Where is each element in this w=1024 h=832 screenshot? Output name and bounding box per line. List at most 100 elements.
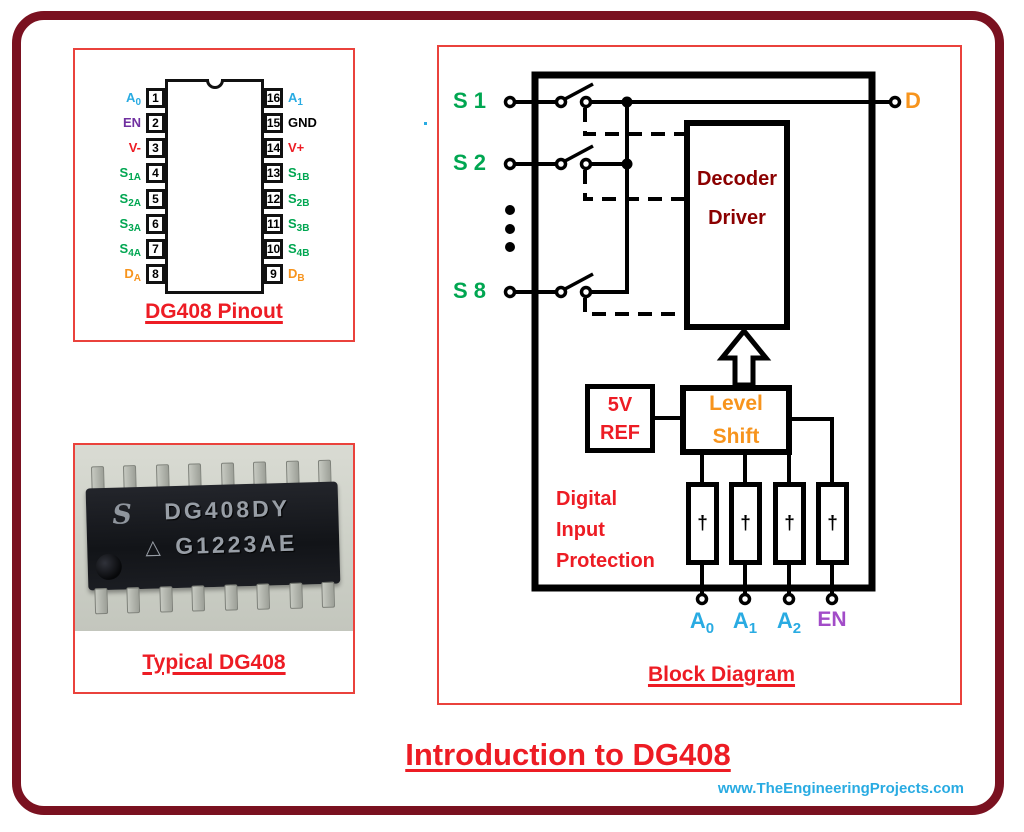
s8-switch-blade: [564, 272, 594, 291]
level-label-line1: Level: [709, 392, 763, 415]
pin-row-7-10: S4A 7 10 S4B: [75, 239, 353, 259]
s8-terminal: [503, 285, 517, 299]
pin-number: 11: [264, 214, 283, 234]
input-label-s8: S 8: [453, 278, 487, 303]
s2-control-dashed: [583, 170, 684, 201]
input-label-s1: S 1: [453, 88, 487, 113]
s1-switch-pole: [554, 95, 568, 109]
pin-number: 15: [264, 113, 283, 133]
pin-number: 16: [264, 88, 283, 108]
block-diagram-panel: S 1 S 2 S 8 D Decoder Driver 5V REF Leve…: [437, 45, 962, 705]
outer-frame: [12, 11, 1004, 815]
level-label-line2: Shift: [712, 425, 760, 448]
output-label-d: D: [905, 88, 921, 113]
s1-switch-blade: [564, 82, 594, 101]
pin-label-right: V+: [288, 140, 305, 155]
s2-switch-blade: [564, 144, 594, 163]
page-title: Introduction to DG408: [405, 737, 731, 772]
level-shift-block: Level Shift: [680, 385, 792, 455]
ellipsis-dot: [505, 224, 515, 234]
pin-number: 9: [264, 264, 283, 284]
ref-label-line2: REF: [600, 421, 640, 444]
ic-package: [165, 79, 264, 294]
pin-number: 1: [146, 88, 165, 108]
photo-panel: S DG408DY △ G1223AE Typical DG408: [73, 443, 355, 694]
protection-block-a2: †: [773, 482, 806, 565]
pin-label-right: S4B: [288, 241, 310, 259]
pin-row-6-11: S3A 6 11 S3B: [75, 214, 353, 234]
enable-label: EN: [817, 608, 847, 631]
protection-block-a0: †: [686, 482, 719, 565]
pin-row-8-9: DA 8 9 DB: [75, 264, 353, 284]
pin-row-2-15: EN 2 15 GND: [75, 113, 353, 133]
s1-control-dashed: [583, 108, 684, 136]
pin-number: 14: [264, 138, 283, 158]
pin-row-5-12: S2A 5 12 S2B: [75, 189, 353, 209]
pin-label-left: S3A: [119, 216, 141, 234]
artifact-dot: [424, 122, 427, 125]
pin-number: 8: [146, 264, 165, 284]
pin-number: 12: [264, 189, 283, 209]
pin-label-left: V-: [128, 140, 141, 155]
protection-block-en: †: [816, 482, 849, 565]
digital-input-protection-label: Digital Input Protection: [556, 488, 655, 572]
s1-switch-throw: [579, 95, 593, 109]
pin-label-right: S2B: [288, 191, 310, 209]
pinout-panel: A0 1 16 A1 EN 2 15 GND V- 3 14 V+ S1A 4 …: [73, 48, 355, 342]
address-label-a1: A1: [732, 608, 758, 637]
s8-switch-pole: [554, 285, 568, 299]
chip: S DG408DY △ G1223AE: [85, 458, 341, 617]
pin-label-right: DB: [288, 266, 305, 284]
ellipsis-dot: [505, 242, 515, 252]
pin-label-left: S2A: [119, 191, 141, 209]
decoder-driver-block: Decoder Driver: [684, 120, 790, 330]
ic-notch: [205, 79, 224, 89]
pin-row-3-14: V- 3 14 V+: [75, 138, 353, 158]
pin-row-4-13: S1A 4 13 S1B: [75, 163, 353, 183]
pin-label-left: EN: [122, 115, 141, 130]
protection-block-a1: †: [729, 482, 762, 565]
chip-photo: S DG408DY △ G1223AE: [75, 445, 353, 631]
s8-switch-throw: [579, 285, 593, 299]
s2-switch-pole: [554, 157, 568, 171]
decoder-arrow: [716, 327, 772, 388]
pin-number: 4: [146, 163, 165, 183]
5v-ref-block: 5V REF: [585, 384, 655, 453]
s1-terminal: [503, 95, 517, 109]
d-terminal: [888, 95, 902, 109]
address-label-a0: A0: [689, 608, 715, 637]
pin-number: 5: [146, 189, 165, 209]
pin-label-left: DA: [124, 266, 141, 284]
pin-number: 7: [146, 239, 165, 259]
decoder-label-line1: Decoder: [696, 168, 778, 190]
pin-number: 2: [146, 113, 165, 133]
pin-label-left: A0: [126, 90, 141, 108]
watermark: www.TheEngineeringProjects.com: [717, 780, 964, 797]
triangle-mark: △: [144, 536, 161, 559]
s2-terminal: [503, 157, 517, 171]
en-terminal: [825, 592, 839, 606]
block-wiring-svg: [503, 71, 902, 606]
manufacturer-logo: S: [111, 499, 133, 531]
s8-control-dashed: [583, 298, 684, 316]
decoder-label-line2: Driver: [708, 207, 766, 229]
a1-terminal: [738, 592, 752, 606]
address-label-a2: A2: [776, 608, 802, 637]
chip-part-number: DG408DY: [163, 494, 291, 525]
pin-label-right: GND: [288, 115, 317, 130]
pin-label-left: S1A: [119, 165, 141, 183]
pin-number: 3: [146, 138, 165, 158]
a0-terminal: [695, 592, 709, 606]
ellipsis-dot: [505, 205, 515, 215]
pinout-caption: DG408 Pinout: [145, 300, 283, 323]
s2-switch-throw: [579, 157, 593, 171]
pin-label-right: S3B: [288, 216, 310, 234]
chip-lot-code: G1223AE: [174, 529, 298, 560]
a2-terminal: [782, 592, 796, 606]
chip-body: S DG408DY △ G1223AE: [85, 481, 341, 591]
pin-label-left: S4A: [119, 241, 141, 259]
photo-caption: Typical DG408: [142, 651, 286, 674]
block-diagram-caption: Block Diagram: [647, 663, 796, 686]
pin-label-right: A1: [288, 90, 303, 108]
